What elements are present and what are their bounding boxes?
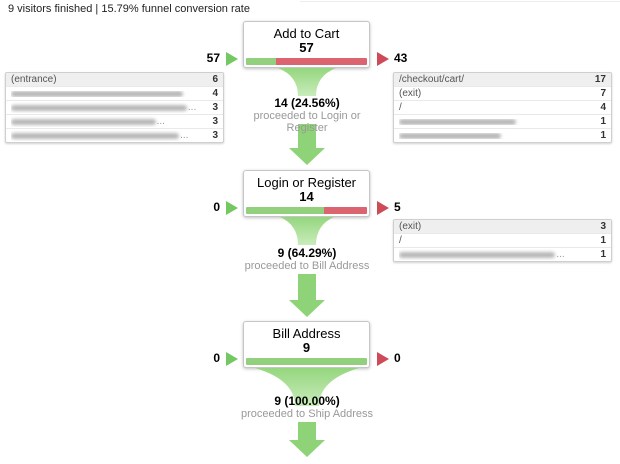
bar-exit-segment	[323, 207, 367, 214]
table-row: ... 3	[6, 100, 223, 114]
page-label: /	[399, 102, 402, 113]
exit-arrow-icon	[377, 52, 389, 66]
blurred-page-label	[399, 132, 594, 139]
table-row: ... 3	[6, 128, 223, 142]
page-count: 1	[600, 116, 606, 127]
entry-arrow-icon	[226, 352, 238, 366]
redacted-text-bar	[11, 90, 183, 97]
page-label: /	[399, 235, 402, 246]
entered-count: 0	[213, 351, 220, 365]
table-row: 1	[394, 128, 611, 142]
entry-arrow-icon	[226, 52, 238, 66]
exited-count: 43	[394, 51, 408, 65]
entry-sources-table: (entrance) 6 4... 3... 3... 3	[5, 72, 224, 143]
table-row: 1	[394, 114, 611, 128]
page-count: 3	[212, 130, 218, 141]
redacted-text-bar	[11, 118, 156, 125]
blurred-page-label: ...	[399, 249, 594, 260]
redacted-text-bar	[11, 104, 187, 111]
table-row: (entrance) 6	[6, 73, 223, 86]
exited-count: 0	[394, 351, 401, 365]
proceeded-caption: proceeded to Ship Address	[240, 408, 374, 420]
table-row: /checkout/cart/17	[394, 73, 611, 86]
exit-arrow-icon	[377, 352, 389, 366]
table-row: /1	[394, 233, 611, 247]
truncation-ellipsis: ...	[556, 249, 565, 260]
step-count: 57	[299, 40, 314, 55]
page-count: 4	[212, 88, 218, 99]
page-label: (exit)	[399, 88, 422, 99]
page-count: 1	[600, 130, 606, 141]
proceeded-stat: 9 (100.00%)	[274, 394, 340, 408]
table-row: ... 1	[394, 247, 611, 261]
entry-arrow-icon	[226, 201, 238, 215]
truncation-ellipsis: ...	[156, 116, 165, 127]
bar-continue-segment	[246, 207, 324, 214]
redacted-text-bar	[399, 251, 556, 258]
page-count: 6	[212, 74, 218, 85]
blurred-page-label: ...	[11, 116, 206, 127]
table-row: 4	[6, 86, 223, 100]
blurred-page-label	[399, 118, 594, 125]
truncation-ellipsis: ...	[187, 102, 197, 113]
entered-count: 57	[206, 51, 220, 65]
exit-destinations-table: (exit)3/1...1	[393, 219, 612, 262]
step-title: Add to Cart	[273, 26, 340, 41]
page-label: /checkout/cart/	[399, 74, 465, 85]
redacted-text-bar	[11, 132, 180, 139]
blurred-page-label: ...	[11, 130, 206, 141]
truncation-ellipsis: ...	[180, 130, 189, 141]
step-title: Bill Address	[272, 326, 341, 341]
funnel-connector	[255, 368, 359, 457]
proceeded-stat: 14 (24.56%)	[274, 96, 340, 110]
step-progress-bar	[246, 207, 367, 214]
proceeded-caption: proceeded to Login or Register	[253, 110, 361, 134]
bar-exit-segment	[275, 58, 367, 65]
blurred-page-label: ...	[11, 102, 206, 113]
bar-continue-segment	[246, 58, 276, 65]
funnel-step-box-bill-address: Bill Address 9	[243, 321, 370, 368]
table-row: (exit) 7	[394, 86, 611, 100]
page-count: 4	[600, 102, 606, 113]
page-label: (entrance)	[11, 74, 57, 85]
top-divider	[300, 1, 620, 2]
step-count: 14	[299, 189, 314, 204]
funnel-step-box-login-or-register: Login or Register 14	[243, 170, 370, 217]
funnel-connector	[280, 217, 334, 317]
exited-count: 5	[394, 200, 401, 214]
funnel-connector	[278, 68, 336, 165]
step-count: 9	[302, 340, 311, 355]
bar-continue-segment	[246, 358, 367, 365]
page-label: (exit)	[399, 221, 422, 232]
page-count: 3	[600, 221, 606, 232]
step-progress-bar	[246, 58, 367, 65]
page-count: 17	[594, 74, 606, 85]
table-row: ... 3	[6, 114, 223, 128]
step-progress-bar	[246, 358, 367, 365]
proceeded-stat: 9 (64.29%)	[277, 246, 337, 260]
table-row: (exit) 3	[394, 220, 611, 233]
page-count: 7	[600, 88, 606, 99]
page-count: 1	[600, 235, 606, 246]
funnel-summary: 9 visitors finished | 15.79% funnel conv…	[8, 3, 250, 15]
exit-arrow-icon	[377, 201, 389, 215]
page-count: 3	[212, 116, 218, 127]
table-row: /4	[394, 100, 611, 114]
entered-count: 0	[213, 200, 220, 214]
page-count: 3	[212, 102, 218, 113]
step-title: Login or Register	[257, 175, 356, 190]
proceeded-caption: proceeded to Bill Address	[244, 260, 370, 272]
funnel-step-box-add-to-cart: Add to Cart 57	[243, 21, 370, 68]
page-count: 1	[600, 249, 606, 260]
redacted-text-bar	[399, 132, 501, 139]
blurred-page-label	[11, 90, 206, 97]
redacted-text-bar	[399, 118, 517, 125]
